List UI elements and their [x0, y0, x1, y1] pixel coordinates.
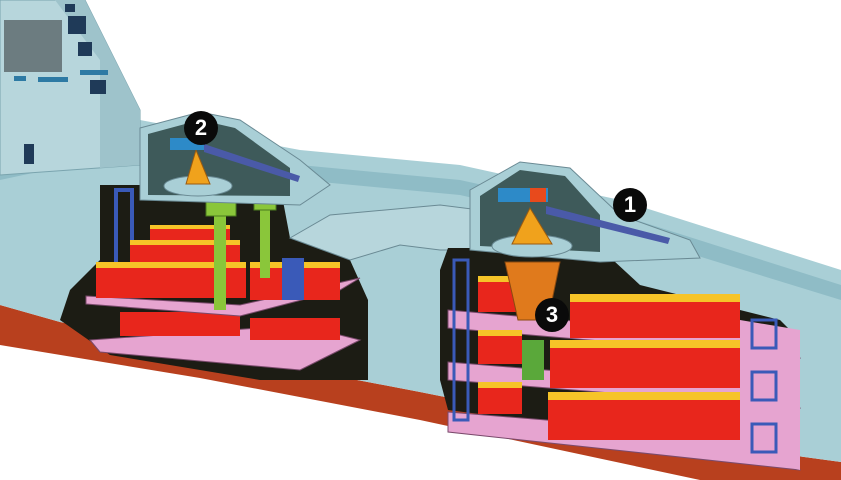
compartment-bulkhead — [740, 320, 800, 470]
ammo-row — [478, 382, 740, 440]
storage-frame — [750, 422, 778, 454]
superstructure-side — [55, 0, 140, 168]
ammo-hoist-green — [522, 340, 544, 380]
vent — [65, 4, 75, 12]
storage-frame — [750, 370, 778, 402]
ammo-row — [478, 330, 740, 388]
door — [24, 144, 34, 164]
blue-container — [282, 258, 304, 300]
gun-barrel-forward — [546, 206, 670, 244]
ladder-frame — [452, 258, 470, 422]
window-panel — [4, 20, 62, 72]
callout-marker-2: 2 — [184, 111, 218, 145]
ammo-row — [478, 276, 740, 338]
vent — [90, 80, 106, 94]
vent — [78, 42, 92, 56]
gun-mount-forward — [511, 206, 553, 245]
gun-barrel-aft — [204, 144, 300, 182]
callout-marker-1: 1 — [613, 188, 647, 222]
vent — [68, 16, 86, 34]
window-strip — [14, 76, 26, 81]
callout-marker-3: 3 — [535, 298, 569, 332]
gun-mount-aft — [185, 148, 211, 185]
storage-frame — [750, 318, 778, 350]
vent-strip — [80, 70, 108, 75]
window-strip — [38, 77, 68, 82]
ammo-row — [120, 312, 340, 340]
gun-breech-detail — [530, 188, 546, 202]
